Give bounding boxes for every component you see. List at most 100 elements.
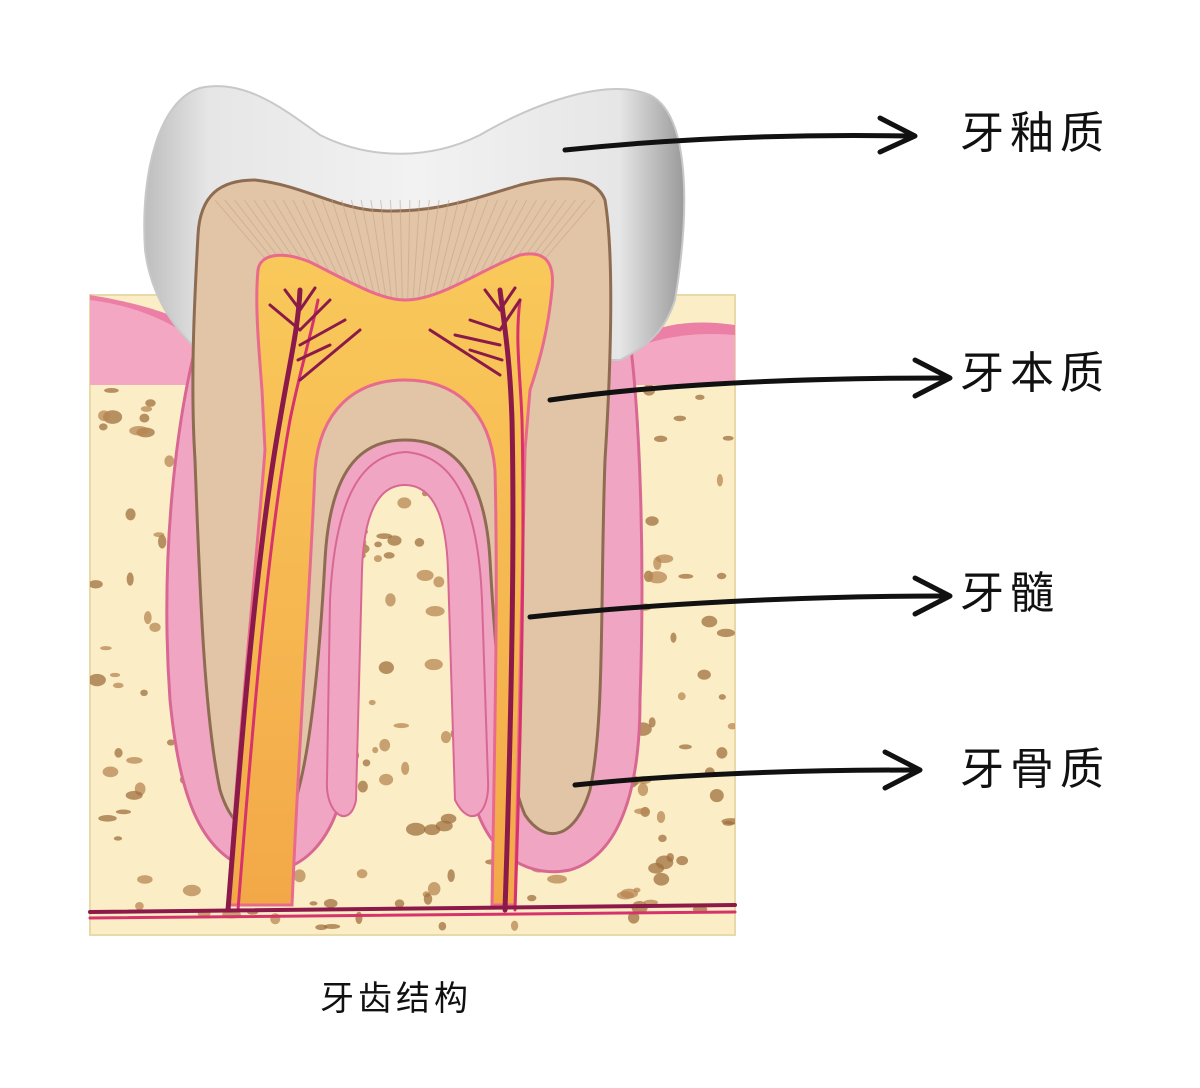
bone-pore <box>643 899 659 906</box>
bone-pore <box>416 569 434 581</box>
bone-pore <box>135 901 144 911</box>
bone-pore <box>356 869 368 879</box>
bone-pore <box>414 538 425 547</box>
arrow-cementum <box>572 767 918 788</box>
dentin-tubule <box>399 199 403 301</box>
bone-pore <box>425 606 445 617</box>
bone-pore <box>716 572 727 580</box>
dentin-tubule <box>389 199 398 301</box>
bone-pore <box>677 692 686 701</box>
bone-pore <box>676 855 689 866</box>
bone-pore <box>678 744 692 750</box>
arrow-pulp <box>527 593 948 620</box>
bone-pore <box>378 661 394 675</box>
blood-vessels <box>88 286 737 920</box>
bone-pore <box>709 788 724 803</box>
bone-pore <box>125 790 143 800</box>
bone-pore <box>362 759 371 767</box>
bone-pore <box>527 894 537 902</box>
bone-pore <box>104 388 119 393</box>
bone-pore <box>393 723 410 729</box>
bone-pore <box>648 717 656 728</box>
bone-pore <box>157 534 167 549</box>
bone-pore <box>379 773 394 786</box>
bone-pore <box>645 516 659 526</box>
arrow-cementum-head <box>882 749 923 791</box>
bone-pore <box>394 899 405 908</box>
bone-pore <box>323 898 338 908</box>
bone-pore <box>423 893 433 905</box>
label-cementum: 牙骨质 <box>960 744 1110 795</box>
bone-pore <box>98 410 110 422</box>
bone-pore <box>653 872 670 886</box>
pointer-arrows <box>527 115 953 791</box>
bone-pore <box>125 508 136 521</box>
bone-pore <box>510 920 519 931</box>
dentin-tubule <box>412 199 421 301</box>
dentin-tubule <box>341 199 371 301</box>
label-pulp: 牙髓 <box>960 568 1060 619</box>
bone-pore <box>424 658 443 671</box>
bone-pore <box>102 766 119 778</box>
bone-pore <box>658 834 667 843</box>
bone-pore <box>701 615 718 628</box>
bone-pore <box>166 739 175 746</box>
bone-pore <box>678 573 694 579</box>
dentin-tubule <box>423 199 440 301</box>
bone-pore <box>182 884 201 897</box>
bone-pore <box>670 632 677 643</box>
dentin-tubule <box>407 199 411 301</box>
dentin-tubule <box>428 199 450 301</box>
bone-pore <box>90 673 106 687</box>
bone-pore <box>433 576 445 588</box>
bone-pore <box>379 738 391 752</box>
bone-pore <box>401 761 410 775</box>
bone-pore <box>697 669 711 680</box>
bone-pore <box>323 924 341 929</box>
bone-pore <box>112 682 124 689</box>
bone-pore <box>100 646 112 651</box>
bone-pore <box>140 406 153 412</box>
label-enamel: 牙釉质 <box>960 108 1110 159</box>
root-inner-lining <box>325 450 490 817</box>
bone-pore <box>114 748 123 758</box>
bone-pore <box>145 399 156 407</box>
bone-pore <box>673 415 687 422</box>
dentin-tubule <box>444 199 479 301</box>
bone-pore <box>98 815 117 822</box>
bone-pore <box>695 394 705 400</box>
bone-pore <box>716 628 735 638</box>
bone-pore <box>383 552 395 559</box>
bone-pore <box>547 874 567 884</box>
bone-pore <box>90 580 103 589</box>
bone-pore <box>423 824 441 836</box>
bone-pore <box>376 533 393 539</box>
bone-pore <box>143 611 152 625</box>
bone-pore <box>427 881 441 896</box>
bone-pore <box>126 572 134 586</box>
bone-pore <box>385 593 396 607</box>
bone-pore <box>627 911 640 924</box>
bone-pore <box>137 875 153 884</box>
bone-pore <box>447 869 455 883</box>
dentin-tubule <box>331 199 366 301</box>
label-dentin: 牙本质 <box>960 348 1110 399</box>
bone-pore <box>387 535 402 546</box>
bone-pore <box>727 723 735 730</box>
bone-pore <box>648 862 665 874</box>
arrow-enamel-head <box>877 115 918 155</box>
bone-pore <box>374 541 382 548</box>
dentin-tubule <box>370 199 387 301</box>
bone-pore <box>309 901 318 906</box>
figure-caption: 牙齿结构 <box>320 979 472 1019</box>
bone-pore <box>655 554 674 563</box>
bone-pore <box>368 699 376 706</box>
bone-pore <box>653 435 668 443</box>
bone-pore <box>716 747 728 759</box>
dentin-tubule <box>380 199 393 301</box>
bone-pore <box>293 869 306 883</box>
bone-pore <box>140 689 148 697</box>
bone-pore <box>634 808 650 815</box>
bone-pore <box>721 818 735 825</box>
